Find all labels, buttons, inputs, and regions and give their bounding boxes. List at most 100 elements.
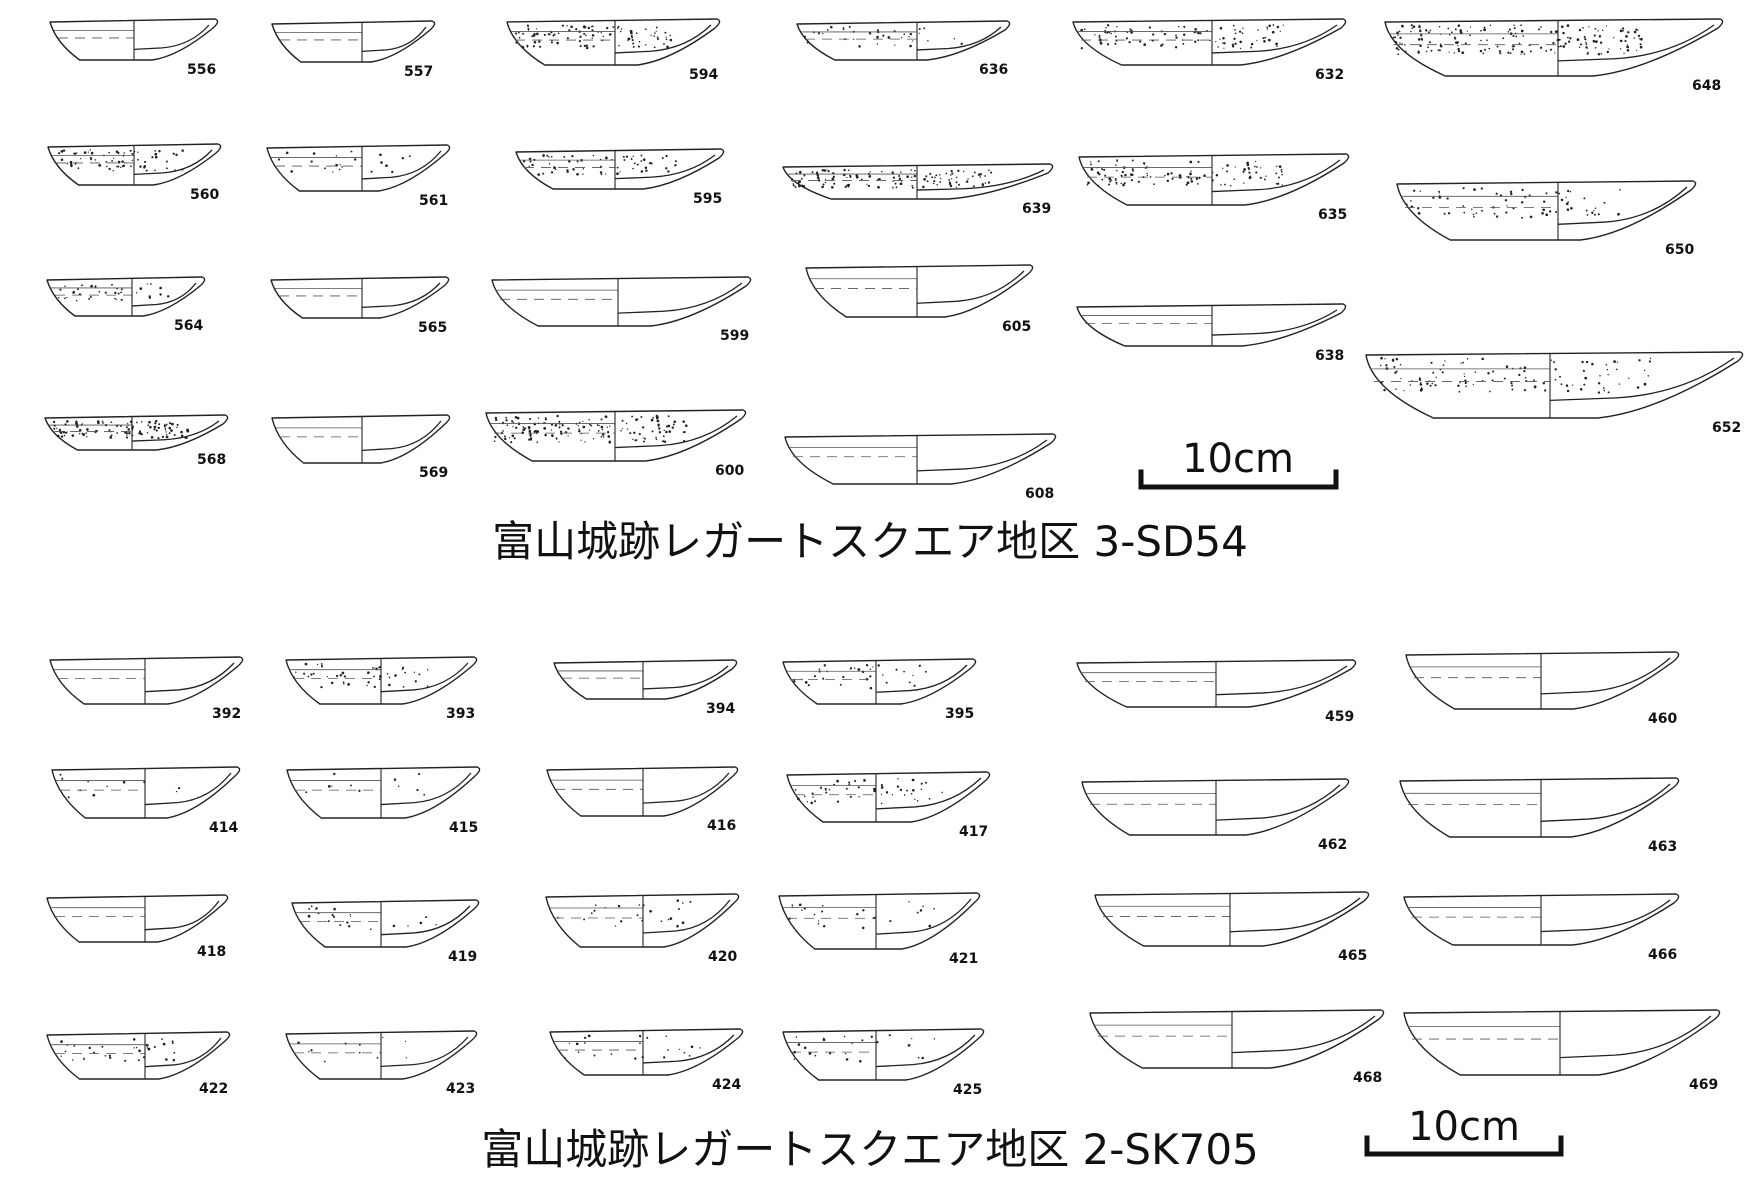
- stipple-dot: [402, 686, 405, 688]
- stipple-dot: [176, 426, 178, 429]
- stipple-dot: [378, 666, 381, 669]
- stipple-dot: [1619, 29, 1623, 33]
- stipple-dot: [855, 174, 859, 178]
- stipple-dot: [655, 416, 659, 420]
- stipple-dot: [847, 183, 851, 187]
- stipple-dot: [1234, 32, 1237, 35]
- stipple-dot: [1101, 178, 1104, 181]
- stipple-dot: [1463, 211, 1466, 214]
- stipple-dot: [1420, 388, 1424, 391]
- vessel-profile: [515, 148, 725, 190]
- stipple-dot: [923, 27, 926, 30]
- stipple-dot: [1197, 39, 1200, 42]
- stipple-dot: [945, 172, 948, 175]
- stipple-dot: [506, 424, 509, 427]
- inner-wall-line: [1540, 783, 1671, 822]
- inner-wall-line: [875, 664, 968, 693]
- stipple-dot: [663, 43, 665, 45]
- stipple-dot: [303, 672, 306, 675]
- inner-wall-line: [1557, 186, 1688, 225]
- stipple-dot: [64, 285, 66, 288]
- stipple-dot: [333, 907, 336, 911]
- stipple-dot: [598, 424, 600, 427]
- stipple-dot: [148, 420, 151, 424]
- stipple-dot: [1628, 377, 1630, 380]
- stipple-dot: [114, 297, 116, 300]
- stipple-dot: [1439, 43, 1442, 46]
- stipple-dot: [600, 418, 603, 421]
- stipple-dot: [798, 185, 801, 188]
- stipple-dot: [1266, 28, 1269, 30]
- stipple-dot: [146, 283, 149, 285]
- stipple-dot: [339, 924, 342, 927]
- stipple-dot: [1448, 34, 1451, 36]
- stipple-dot: [1447, 27, 1450, 30]
- stipple-dot: [1222, 167, 1224, 169]
- stipple-dot: [132, 1038, 136, 1041]
- stipple-dot: [67, 796, 70, 799]
- stipple-dot: [880, 793, 883, 796]
- stipple-dot: [1219, 26, 1223, 30]
- stipple-dot: [972, 185, 975, 188]
- stipple-dot: [633, 431, 636, 434]
- stipple-dot: [1507, 51, 1510, 54]
- vessel-number: 414: [209, 820, 238, 836]
- stipple-dot: [1275, 165, 1278, 168]
- vessel-421: 421: [778, 892, 981, 967]
- stipple-dot: [637, 418, 639, 421]
- stipple-dot: [578, 39, 582, 43]
- stipple-dot: [1175, 36, 1178, 39]
- stipple-dot: [81, 432, 84, 435]
- vessel-568: 568: [44, 414, 229, 468]
- stipple-dot: [122, 780, 126, 784]
- stipple-dot: [1263, 40, 1266, 43]
- stipple-dot: [168, 426, 172, 430]
- stipple-dot: [1203, 174, 1206, 177]
- stipple-dot: [1432, 371, 1435, 374]
- stipple-dot: [1453, 52, 1455, 54]
- stipple-dot: [1565, 196, 1567, 198]
- stipple-dot: [1459, 29, 1463, 32]
- stipple-dot: [165, 435, 169, 439]
- stipple-dot: [544, 418, 548, 421]
- stipple-dot: [1419, 29, 1422, 33]
- stipple-dot: [1130, 179, 1133, 182]
- stipple-dot: [678, 908, 680, 910]
- stipple-dot: [1276, 25, 1280, 29]
- stipple-dot: [563, 155, 566, 158]
- stipple-dot: [620, 28, 623, 30]
- vessel-564: 564: [46, 276, 206, 334]
- stipple-dot: [1239, 40, 1242, 44]
- stipple-dot: [561, 424, 564, 427]
- stipple-dot: [418, 673, 421, 676]
- stipple-dot: [104, 291, 107, 294]
- stipple-dot: [643, 440, 646, 443]
- stipple-dot: [1605, 363, 1608, 366]
- stipple-dot: [75, 299, 78, 302]
- stipple-dot: [517, 31, 520, 34]
- vessel-number: 392: [212, 706, 241, 722]
- stipple-dot: [331, 913, 334, 917]
- stipple-dot: [558, 441, 560, 443]
- vessel-number: 561: [419, 193, 448, 209]
- stipple-dot: [667, 415, 670, 418]
- stipple-dot: [305, 791, 308, 794]
- stipple-dot: [164, 429, 167, 431]
- stipple-dot: [378, 678, 381, 681]
- stipple-dot: [1430, 49, 1433, 52]
- vessel-profile: [1384, 18, 1724, 77]
- stipple-dot: [1584, 38, 1587, 41]
- stipple-dot: [1410, 24, 1413, 27]
- stipple-dot: [667, 170, 670, 173]
- stipple-dot: [1491, 379, 1494, 382]
- stipple-dot: [1637, 34, 1641, 38]
- stipple-dot: [1495, 192, 1498, 195]
- stipple-dot: [341, 671, 345, 675]
- stipple-dot: [650, 418, 654, 422]
- stipple-dot: [953, 38, 956, 40]
- stipple-dot: [876, 1041, 879, 1044]
- stipple-dot: [804, 35, 806, 38]
- stipple-dot: [910, 169, 912, 171]
- stipple-dot: [1626, 48, 1630, 52]
